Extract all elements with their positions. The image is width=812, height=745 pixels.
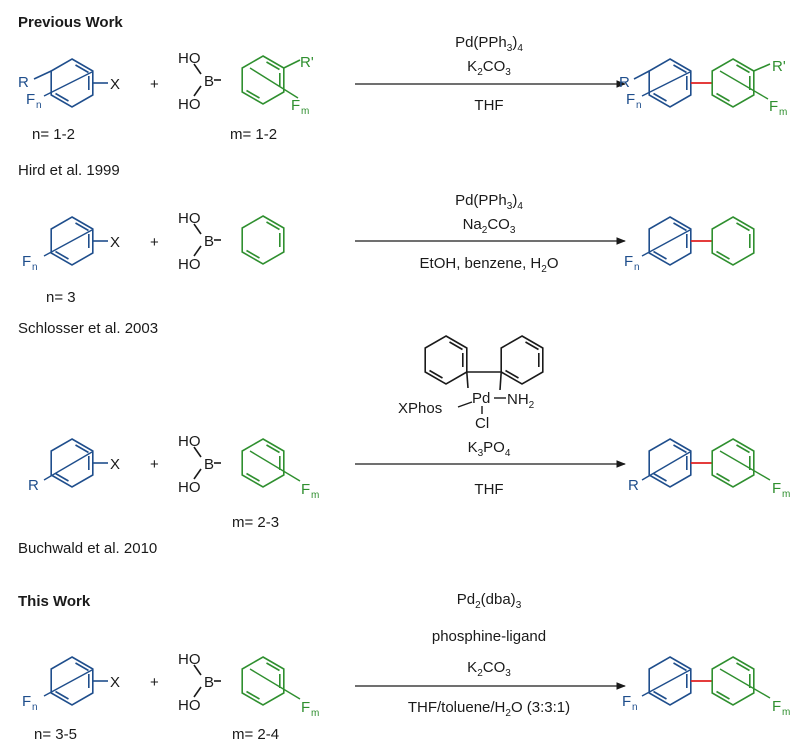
atom-ho-bottom: HO [178, 697, 201, 714]
subscript-m: m [782, 489, 790, 500]
subscript-n: n [636, 100, 642, 111]
m-count-1: m= 1-2 [230, 126, 277, 143]
atom-b: B [204, 73, 214, 90]
atom-r: R [28, 477, 39, 494]
atom-ho-bottom: HO [178, 256, 201, 273]
biaryl-product-4: F n F m [622, 656, 790, 718]
base-1: K2CO3 [467, 58, 511, 78]
citation-schlosser: Schlosser et al. 2003 [18, 320, 158, 337]
atom-f: F [291, 97, 300, 114]
atom-f: F [772, 480, 781, 497]
atom-f: F [624, 253, 633, 270]
atom-b: B [204, 456, 214, 473]
atom-pd: Pd [472, 390, 490, 407]
subscript-n: n [36, 100, 42, 111]
base-4: K2CO3 [467, 659, 511, 679]
atom-ho-top: HO [178, 651, 201, 668]
base-2: Na2CO3 [463, 216, 516, 236]
atom-f: F [22, 693, 31, 710]
catalyst-1: Pd(PPh3)4 [455, 34, 523, 54]
plus-sign: + [150, 234, 159, 251]
atom-x: X [110, 234, 120, 251]
biaryl-product-1: R F n R' F m [619, 58, 787, 118]
boronic-acid-4: B HO HO F m [178, 651, 319, 719]
n-count-2: n= 3 [46, 289, 76, 306]
subscript-m: m [779, 107, 787, 118]
atom-f: F [622, 693, 631, 710]
atom-f: F [301, 699, 310, 716]
solvent-4: THF/toluene/H2O (3:3:1) [408, 699, 570, 719]
m-count-4: m= 2-4 [232, 726, 279, 743]
subscript-n: n [632, 702, 638, 713]
subscript-m: m [311, 490, 319, 501]
solvent-3: THF [474, 481, 503, 498]
n-count-1: n= 1-2 [32, 126, 75, 143]
subscript-m: m [782, 707, 790, 718]
xphos-ligand: XPhos [398, 400, 442, 417]
aryl-halide-1: X R F n [18, 58, 120, 111]
aryl-halide-4: X F n [22, 656, 120, 713]
atom-r: R [18, 74, 29, 91]
atom-f: F [769, 98, 778, 115]
n-count-4: n= 3-5 [34, 726, 77, 743]
subscript-n: n [32, 702, 38, 713]
section-previous-work: Previous Work [18, 14, 123, 31]
solvent-1: THF [474, 97, 503, 114]
aryl-halide-2: X F n [22, 216, 120, 273]
boronic-acid-1: B HO HO R' F m [178, 50, 314, 117]
ligand-4: phosphine-ligand [432, 628, 546, 645]
reaction-2: X F n n= 3 + B HO HO Pd(PPh3)4 Na2CO3 Et… [22, 192, 755, 306]
atom-cl: Cl [475, 415, 489, 432]
atom-ho-top: HO [178, 433, 201, 450]
atom-f: F [772, 698, 781, 715]
biaryl-product-2: F n [624, 216, 755, 273]
subscript-m: m [301, 106, 309, 117]
solvent-2: EtOH, benzene, H2O [420, 255, 559, 275]
atom-ho-top: HO [178, 50, 201, 67]
reaction-1: X R F n n= 1-2 + B HO HO R' F m m= 1-2 P… [18, 34, 787, 143]
biaryl-product-3: R F m [628, 438, 790, 500]
m-count-3: m= 2-3 [232, 514, 279, 531]
atom-ho-bottom: HO [178, 96, 201, 113]
boronic-acid-3: B HO HO F m [178, 433, 319, 501]
subscript-m: m [311, 708, 319, 719]
atom-f: F [26, 91, 35, 108]
plus-sign: + [150, 76, 159, 93]
catalyst-4: Pd2(dba)3 [457, 591, 522, 611]
subscript-n: n [634, 262, 640, 273]
base-3: K3PO4 [468, 439, 511, 459]
section-this-work: This Work [18, 593, 91, 610]
atom-r-prime: R' [772, 58, 786, 75]
atom-r-prime: R' [300, 54, 314, 71]
aryl-halide-3: X R [28, 438, 120, 494]
atom-x: X [110, 456, 120, 473]
atom-f: F [301, 481, 310, 498]
atom-b: B [204, 674, 214, 691]
atom-r: R [628, 477, 639, 494]
boronic-acid-2: B HO HO [178, 210, 285, 273]
atom-b: B [204, 233, 214, 250]
atom-ho-bottom: HO [178, 479, 201, 496]
subscript-n: n [32, 262, 38, 273]
buchwald-precatalyst: Pd NH2 XPhos Cl [398, 335, 544, 432]
reaction-3: X R + B HO HO F m m= 2-3 Pd NH2 XP [28, 335, 790, 531]
citation-buchwald: Buchwald et al. 2010 [18, 540, 157, 557]
atom-x: X [110, 76, 120, 93]
atom-ho-top: HO [178, 210, 201, 227]
atom-f: F [626, 91, 635, 108]
atom-f: F [22, 253, 31, 270]
atom-x: X [110, 674, 120, 691]
atom-nh2: NH2 [507, 391, 535, 411]
atom-r: R [619, 74, 630, 91]
citation-hird: Hird et al. 1999 [18, 162, 120, 179]
plus-sign: + [150, 456, 159, 473]
reaction-4: X F n n= 3-5 + B HO HO F m m= 2-4 Pd2(db… [22, 591, 790, 743]
catalyst-2: Pd(PPh3)4 [455, 192, 523, 212]
plus-sign: + [150, 674, 159, 691]
